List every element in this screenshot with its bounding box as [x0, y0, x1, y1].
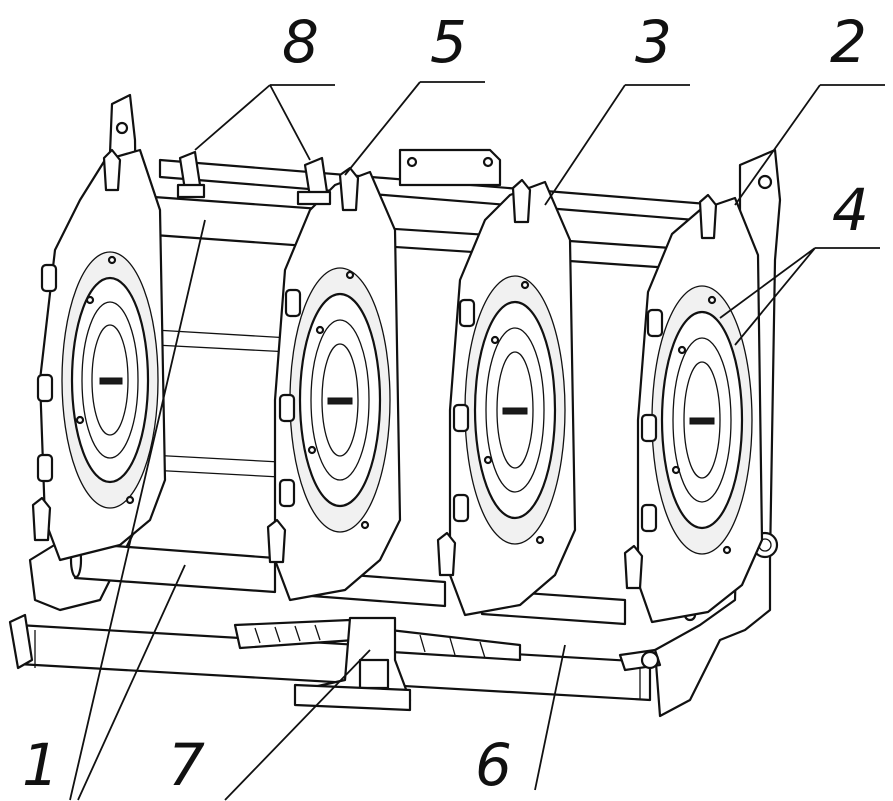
callout-labels: 8 5 3 2 4 1 7 6 [22, 8, 869, 799]
clamp-ring-2 [273, 170, 402, 602]
callout-1: 1 [22, 731, 59, 799]
leader-lines [69, 81, 885, 801]
callout-4: 4 [832, 176, 869, 244]
callout-8: 8 [282, 8, 319, 76]
clamp-ring-4 [636, 196, 764, 624]
clamp-ring-3 [448, 180, 577, 617]
bottom-linkage [233, 616, 662, 712]
top-fittings [176, 150, 332, 206]
callout-6: 6 [475, 731, 512, 799]
callout-2: 2 [830, 8, 867, 76]
callout-7: 7 [168, 731, 205, 799]
callout-3: 3 [635, 8, 672, 76]
clamp-ring-1 [36, 148, 167, 562]
clamp-screws [31, 148, 718, 590]
callout-5: 5 [430, 8, 467, 76]
